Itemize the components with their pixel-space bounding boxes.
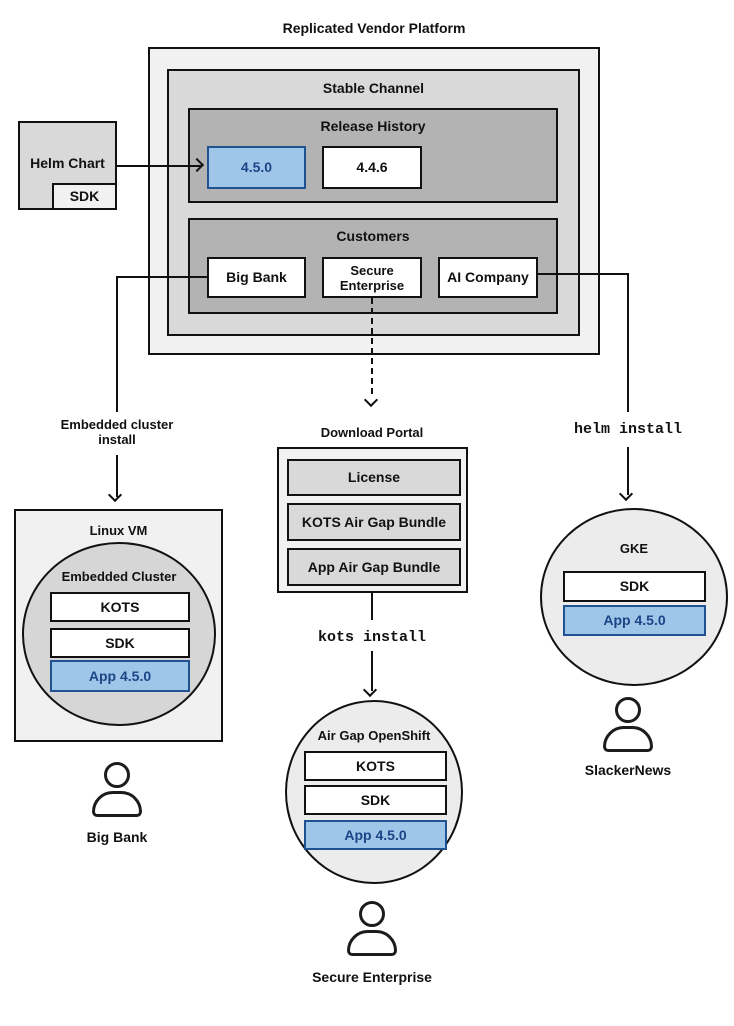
slackernews-user-body-icon — [603, 726, 653, 752]
gke-app-box: App 4.5.0 — [563, 605, 706, 636]
slackernews-persona-label: SlackerNews — [584, 762, 672, 778]
helm-install-command: helm install — [573, 421, 683, 438]
airgap-openshift-circle: Air Gap OpenShift KOTS SDK App 4.5.0 — [285, 700, 463, 884]
embedded-cluster-app-box: App 4.5.0 — [50, 660, 190, 692]
airgap-app-box: App 4.5.0 — [304, 820, 447, 850]
secure-enterprise-persona-label: Secure Enterprise — [312, 969, 432, 985]
gke-title: GKE — [619, 541, 649, 556]
linux-vm-box: Linux VM Embedded Cluster KOTS SDK App 4… — [14, 509, 223, 742]
helm-chart-arrow-line — [117, 165, 201, 167]
kots-install-command: kots install — [317, 629, 427, 646]
helm-chart-sdk-box: SDK — [52, 183, 117, 210]
portal-app-bundle-box: App Air Gap Bundle — [287, 548, 461, 586]
diagram-title: Replicated Vendor Platform — [282, 20, 466, 36]
stable-channel-title: Stable Channel — [322, 80, 425, 96]
kots-install-line-top — [371, 593, 373, 620]
gke-sdk-box: SDK — [563, 571, 706, 602]
portal-kots-bundle-box: KOTS Air Gap Bundle — [287, 503, 461, 541]
right-flow-hline — [538, 273, 628, 275]
right-flow-vline-top — [627, 273, 629, 412]
kots-install-line-bottom — [371, 651, 373, 691]
left-flow-vline-top — [116, 276, 118, 412]
kots-install-arrowhead-icon — [362, 682, 378, 698]
airgap-sdk-box: SDK — [304, 785, 447, 815]
airgap-kots-box: KOTS — [304, 751, 447, 781]
release-node-450: 4.5.0 — [207, 146, 306, 189]
left-flow-label: Embedded cluster install — [60, 417, 174, 447]
slackernews-user-icon — [615, 697, 641, 723]
customer-node-secure-enterprise: Secure Enterprise — [322, 257, 422, 298]
download-portal-box: License KOTS Air Gap Bundle App Air Gap … — [277, 447, 468, 593]
gke-circle: GKE SDK App 4.5.0 — [540, 508, 728, 686]
helm-chart-label: Helm Chart — [30, 154, 105, 171]
right-flow-arrowhead-icon — [618, 486, 634, 502]
release-node-446: 4.4.6 — [322, 146, 422, 189]
linux-vm-title: Linux VM — [89, 523, 148, 538]
customer-node-big-bank: Big Bank — [207, 257, 306, 298]
middle-flow-arrowhead-icon — [363, 392, 379, 408]
download-portal-title: Download Portal — [320, 425, 424, 440]
secure-enterprise-user-icon — [359, 901, 385, 927]
big-bank-persona-label: Big Bank — [86, 829, 148, 845]
airgap-openshift-title: Air Gap OpenShift — [317, 728, 431, 743]
portal-license-box: License — [287, 459, 461, 496]
embedded-cluster-title: Embedded Cluster — [61, 569, 177, 584]
customer-node-ai-company: AI Company — [438, 257, 538, 298]
release-history-title: Release History — [320, 118, 426, 134]
embedded-cluster-sdk-box: SDK — [50, 628, 190, 658]
middle-flow-dashed-line — [371, 298, 373, 394]
left-flow-arrowhead-icon — [107, 487, 123, 503]
left-flow-hline — [117, 276, 207, 278]
right-flow-vline-bottom — [627, 447, 629, 495]
big-bank-user-icon — [104, 762, 130, 788]
left-flow-vline-bottom — [116, 455, 118, 497]
customers-title: Customers — [336, 228, 410, 244]
secure-enterprise-user-body-icon — [347, 930, 397, 956]
big-bank-user-body-icon — [92, 791, 142, 817]
embedded-cluster-kots-box: KOTS — [50, 592, 190, 622]
embedded-cluster-circle: Embedded Cluster KOTS SDK App 4.5.0 — [22, 542, 216, 726]
